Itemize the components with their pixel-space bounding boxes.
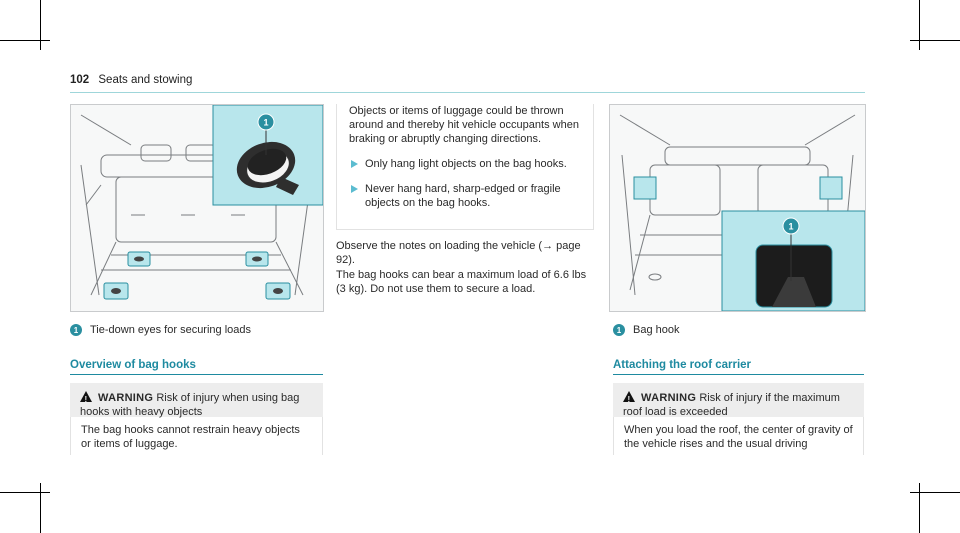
crop-mark <box>0 40 50 41</box>
crop-mark <box>40 483 41 533</box>
warning-body: When you load the roof, the center of gr… <box>613 417 864 455</box>
header-rule <box>70 92 865 93</box>
section-rule <box>70 374 323 375</box>
load-limit-note: The bag hooks can bear a maximum load of… <box>336 269 587 295</box>
figure-bag-hook: 1 <box>609 104 866 312</box>
warning-box: WARNING Risk of injury if the maximum ro… <box>613 383 864 418</box>
figure-tie-down-eyes: 1 <box>70 104 324 312</box>
caption-text: Tie-down eyes for securing loads <box>90 324 252 336</box>
crop-mark <box>910 40 960 41</box>
illustration-bag-hook: 1 <box>619 114 865 311</box>
callout-badge: 1 <box>613 324 625 336</box>
warning-label: WARNING <box>641 392 697 404</box>
warning-title: Risk of injury if the maximum roof load … <box>623 392 840 418</box>
crop-mark <box>919 483 920 533</box>
bullet-item: Only hang light objects on the bag hooks… <box>349 157 581 171</box>
warning-triangle-icon <box>80 391 92 407</box>
caption-text: Bag hook <box>633 324 680 336</box>
crop-mark <box>919 0 920 50</box>
section-rule <box>613 374 864 375</box>
warning-label: WARNING <box>98 392 154 404</box>
warning-box: WARNING Risk of injury when using bag ho… <box>70 383 323 418</box>
figure-callout: 1 <box>263 118 268 128</box>
crop-mark <box>910 492 960 493</box>
section-heading: Attaching the roof carrier <box>613 359 752 371</box>
illustration-tie-down-eyes: 1 <box>80 105 323 300</box>
warning-triangle-icon <box>623 391 635 407</box>
loading-note: Observe the notes on loading the vehicle… <box>336 240 581 266</box>
page-number: 102 <box>70 74 90 86</box>
caption-bag-hook: 1 Bag hook <box>613 324 679 336</box>
callout-badge: 1 <box>70 324 82 336</box>
warning-title: Risk of injury when using bag hooks with… <box>80 392 300 418</box>
continuation-text: Objects or items of luggage could be thr… <box>349 105 579 145</box>
crop-mark <box>40 0 41 50</box>
tie-down-eye-highlights <box>103 251 291 300</box>
caption-tie-down-eyes: 1 Tie-down eyes for securing loads <box>70 324 251 336</box>
warning-body: The bag hooks cannot restrain heavy obje… <box>70 417 323 455</box>
warning-body-text: The bag hooks cannot restrain heavy obje… <box>81 424 300 450</box>
section-title: Seats and stowing <box>98 74 193 86</box>
bullet-item: Never hang hard, sharp-edged or fragile … <box>349 182 581 210</box>
page-header: 102 Seats and stowing <box>70 74 192 86</box>
warning-body-text: When you load the roof, the center of gr… <box>624 424 853 450</box>
section-heading: Overview of bag hooks <box>70 359 196 371</box>
crop-mark <box>0 492 50 493</box>
warning-continuation: Objects or items of luggage could be thr… <box>336 104 594 230</box>
figure-callout: 1 <box>788 222 793 232</box>
